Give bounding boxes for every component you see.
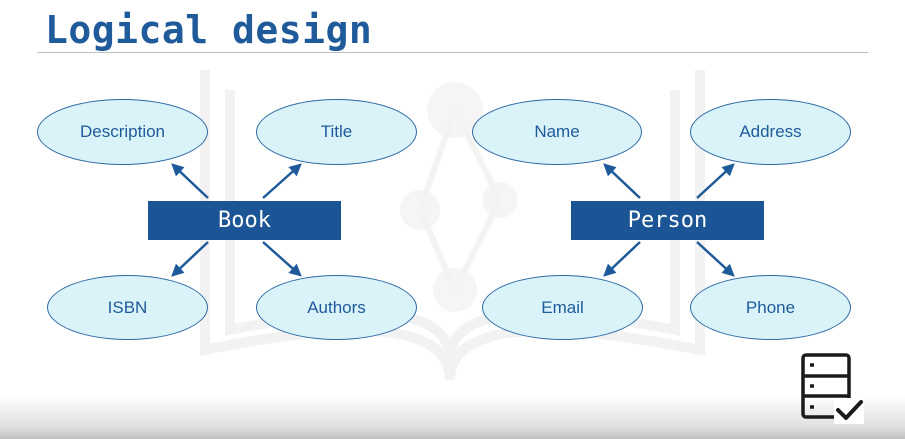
attribute-address: Address — [690, 99, 851, 165]
arrow-person-to-name — [603, 163, 641, 199]
arrow-book-to-description — [171, 163, 209, 199]
bottom-shadow — [0, 396, 905, 439]
database-check-icon — [801, 353, 864, 424]
attribute-authors: Authors — [256, 275, 417, 340]
attribute-email: Email — [482, 275, 643, 340]
attribute-phone: Phone — [690, 275, 851, 340]
arrow-book-to-authors — [262, 241, 302, 277]
attribute-isbn: ISBN — [47, 275, 208, 340]
entity-person: Person — [571, 201, 764, 240]
attribute-description: Description — [37, 99, 208, 165]
arrow-person-to-phone — [696, 241, 735, 277]
entity-book: Book — [148, 201, 341, 240]
arrow-person-to-address — [696, 163, 735, 199]
slide-title: Logical design — [45, 8, 373, 52]
arrow-book-to-isbn — [171, 241, 209, 277]
title-divider — [37, 52, 868, 53]
attribute-name: Name — [472, 99, 642, 165]
arrow-book-to-title — [262, 163, 302, 199]
arrow-person-to-email — [603, 241, 641, 277]
attribute-title: Title — [256, 99, 417, 165]
